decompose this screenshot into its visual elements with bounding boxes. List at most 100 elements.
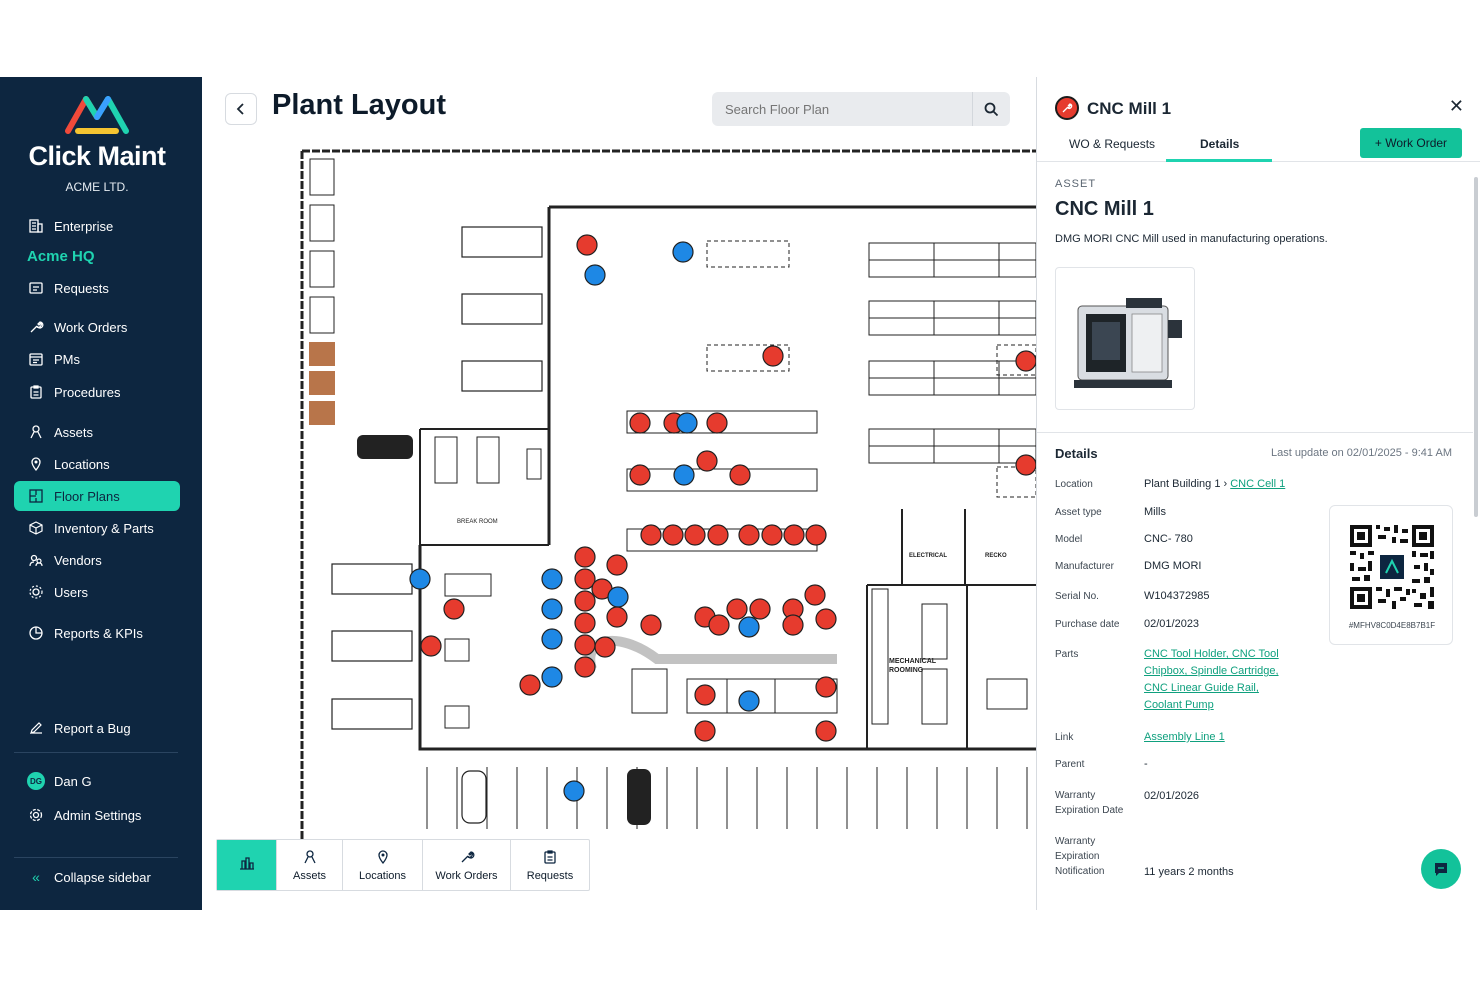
request-marker[interactable] [541,598,563,620]
toolbar-assets-button[interactable]: Assets [277,840,343,890]
work-order-marker[interactable] [574,546,596,568]
clipboard-icon [27,383,45,401]
work-order-marker[interactable] [629,464,651,486]
sidebar-item-requests[interactable]: Requests [14,273,180,303]
work-order-marker[interactable] [762,345,784,367]
work-order-marker[interactable] [1015,350,1036,372]
work-order-marker[interactable] [804,584,826,606]
work-order-marker[interactable] [815,608,837,630]
sidebar-item-vendors[interactable]: Vendors [14,545,180,575]
work-order-marker[interactable] [694,684,716,706]
work-order-marker[interactable] [640,524,662,546]
request-marker[interactable] [541,568,563,590]
back-button[interactable] [225,93,257,125]
gear-icon [27,806,45,824]
request-marker[interactable] [738,690,760,712]
collapse-sidebar-button[interactable]: « Collapse sidebar [14,862,180,892]
panel-scrollbar[interactable] [1474,177,1478,517]
work-order-marker[interactable] [708,614,730,636]
request-marker[interactable] [563,780,585,802]
sidebar-item-users[interactable]: Users [14,577,180,607]
toolbar-requests-button[interactable]: Requests [511,840,589,890]
toolbar-overview-button[interactable] [217,840,277,890]
floor-plan-canvas[interactable]: BREAK ROOM ELECTRICAL RECKO MECHANICAL R… [297,149,1036,889]
sidebar-item-floor-plans[interactable]: Floor Plans [14,481,180,511]
assembly-line-link[interactable]: Assembly Line 1 [1144,731,1225,743]
sidebar-item-inventory-parts[interactable]: Inventory & Parts [14,513,180,543]
sidebar-item-assets[interactable]: Assets [14,417,180,447]
report-bug-link[interactable]: Report a Bug [14,713,180,743]
work-order-marker[interactable] [726,598,748,620]
search-input[interactable] [712,92,970,126]
work-order-marker[interactable] [519,674,541,696]
parts-link[interactable]: CNC Linear Guide Rail, [1144,682,1259,694]
work-order-marker[interactable] [574,612,596,634]
work-order-marker[interactable] [749,598,771,620]
parts-link[interactable]: Chipbox, Spindle Cartridge, [1144,665,1279,677]
request-marker[interactable] [584,264,606,286]
work-order-marker[interactable] [707,524,729,546]
work-order-marker[interactable] [729,464,751,486]
work-order-marker[interactable] [815,676,837,698]
request-marker[interactable] [409,568,431,590]
sidebar-org-acme-hq[interactable]: Acme HQ [14,241,180,271]
qr-code-card[interactable]: #MFHV8C0D4E8B7B1F [1329,505,1453,645]
search-button[interactable] [972,92,1010,126]
work-order-marker[interactable] [782,614,804,636]
parts-link[interactable]: CNC Tool Holder, CNC Tool [1144,648,1279,660]
work-order-marker[interactable] [574,634,596,656]
work-order-marker[interactable] [606,606,628,628]
work-order-marker[interactable] [574,568,596,590]
work-order-marker[interactable] [1015,454,1036,476]
work-order-marker[interactable] [805,524,827,546]
sidebar-item-pms[interactable]: PMs [14,344,180,374]
location-icon [27,455,45,473]
location-link[interactable]: CNC Cell 1 [1230,478,1286,490]
request-marker[interactable] [541,628,563,650]
add-work-order-button[interactable]: + Work Order [1360,128,1462,158]
request-marker[interactable] [607,586,629,608]
map-layer-toolbar: Assets Locations Work Orders Requests [216,839,590,891]
request-marker[interactable] [541,666,563,688]
work-order-marker[interactable] [815,720,837,742]
admin-settings-link[interactable]: Admin Settings [14,800,180,830]
search-floor-plan[interactable] [712,92,1010,126]
request-marker[interactable] [673,464,695,486]
request-marker[interactable] [738,616,760,638]
work-order-marker[interactable] [783,524,805,546]
work-order-marker[interactable] [662,524,684,546]
parts-link[interactable]: Coolant Pump [1144,699,1214,711]
close-icon[interactable]: ✕ [1448,96,1464,116]
request-marker[interactable] [676,412,698,434]
work-order-marker[interactable] [576,234,598,256]
sidebar-item-reports-kpis[interactable]: Reports & KPIs [14,618,180,648]
work-order-marker[interactable] [738,524,760,546]
work-order-marker[interactable] [694,720,716,742]
sidebar-item-enterprise[interactable]: Enterprise [14,211,180,241]
work-order-marker[interactable] [761,524,783,546]
sidebar-item-label: PMs [54,351,80,367]
asset-photo[interactable] [1055,267,1195,410]
sidebar-item-work-orders[interactable]: Work Orders [14,312,180,342]
work-order-marker[interactable] [574,590,596,612]
work-order-marker[interactable] [574,656,596,678]
sidebar-item-procedures[interactable]: Procedures [14,377,180,407]
tab-wo-requests[interactable]: WO & Requests [1069,137,1156,151]
tab-details[interactable]: Details [1200,137,1240,151]
toolbar-work-orders-button[interactable]: Work Orders [423,840,511,890]
work-order-marker[interactable] [420,635,442,657]
chevron-double-left-icon: « [32,869,40,885]
work-order-marker[interactable] [629,412,651,434]
chat-button[interactable] [1421,849,1461,889]
work-order-marker[interactable] [594,636,616,658]
work-order-marker[interactable] [640,614,662,636]
toolbar-locations-button[interactable]: Locations [343,840,423,890]
work-order-marker[interactable] [706,412,728,434]
request-marker[interactable] [672,241,694,263]
work-order-marker[interactable] [696,450,718,472]
sidebar-item-locations[interactable]: Locations [14,449,180,479]
work-order-marker[interactable] [684,524,706,546]
work-order-marker[interactable] [606,554,628,576]
user-profile[interactable]: DG Dan G [14,766,180,796]
work-order-marker[interactable] [443,598,465,620]
